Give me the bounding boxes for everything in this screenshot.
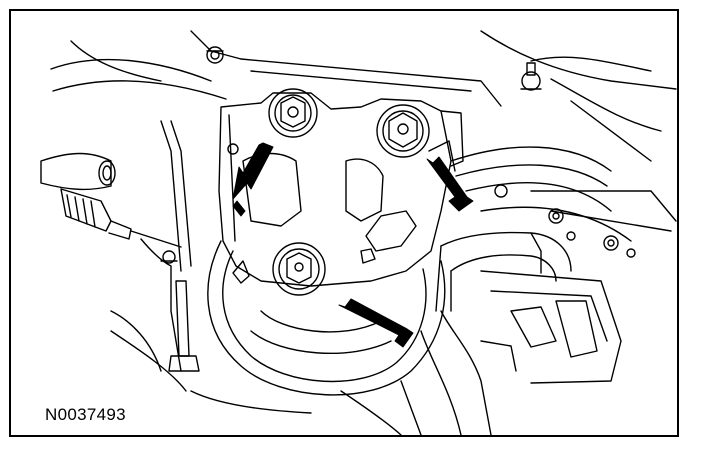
hose bbox=[435, 231, 572, 312]
lower-curves bbox=[110, 330, 402, 435]
lower-housing bbox=[400, 270, 622, 435]
support-rod bbox=[110, 280, 200, 372]
engine-bracket-illustration bbox=[40, 30, 677, 435]
center-pulley-bolt bbox=[272, 242, 326, 296]
arrow-left-pointer bbox=[232, 200, 246, 217]
engine-housing bbox=[50, 30, 677, 162]
pulley bbox=[207, 240, 446, 396]
sensor-connector bbox=[40, 120, 192, 372]
mounting-bracket bbox=[218, 92, 464, 287]
upper-left-bolt bbox=[268, 88, 318, 138]
belt-assembly bbox=[450, 146, 677, 258]
arrow-upper-right-bolt bbox=[426, 156, 474, 212]
figure-id-label: N0037493 bbox=[45, 405, 126, 424]
figure-frame: N0037493 bbox=[9, 9, 679, 437]
upper-right-bolt bbox=[376, 104, 430, 158]
arrow-upper-left-bolt bbox=[232, 142, 274, 200]
arrow-pointer-icon bbox=[232, 142, 474, 348]
arrow-center-bolt bbox=[338, 298, 414, 348]
